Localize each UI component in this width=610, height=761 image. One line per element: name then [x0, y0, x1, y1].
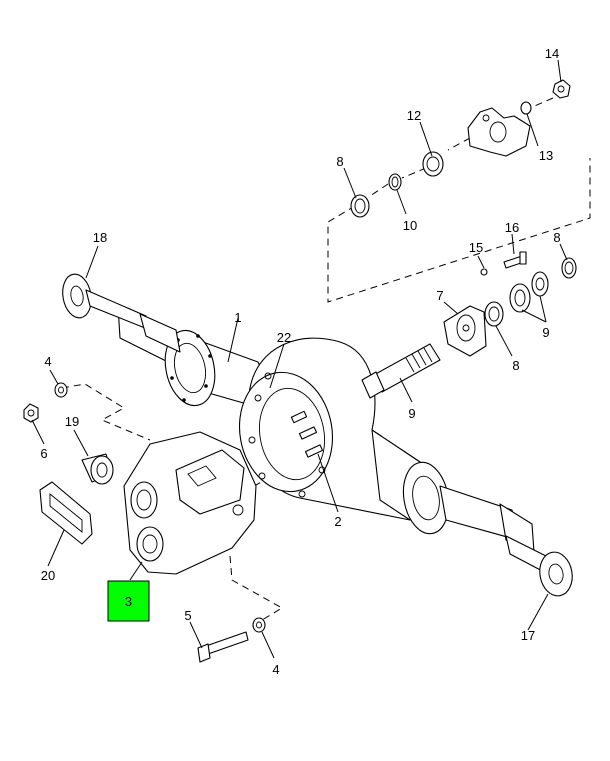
callout-13: 12: [407, 108, 421, 123]
callout-6: 6: [40, 446, 47, 461]
callout-2: 2: [334, 514, 341, 529]
axle-housing: [117, 305, 535, 553]
washer-nut-left: [23, 382, 68, 423]
callout-7: 7: [436, 288, 443, 303]
callout-8-lower: 8: [512, 358, 519, 373]
callout-4-left: 4: [44, 354, 51, 369]
callout-5: 5: [184, 608, 191, 623]
callout-12: 10: [403, 218, 417, 233]
callout-14: 13: [539, 148, 553, 163]
callout-8-upper: 8: [553, 230, 560, 245]
differential-carrier: [123, 431, 257, 575]
right-axle-shaft: [505, 535, 573, 597]
seal-lower: [484, 301, 504, 327]
seal-upper: [561, 257, 577, 279]
output-flange: [443, 305, 487, 357]
leader-lines: [31, 59, 568, 659]
callout-16: 15: [469, 240, 483, 255]
studs: [290, 410, 324, 458]
cover-plate: [39, 481, 93, 545]
banjo-bolt-holes: [248, 372, 326, 498]
callout-4-bottom: 4: [272, 662, 279, 677]
callout-19: 18: [93, 230, 107, 245]
callout-15: 14: [545, 46, 559, 61]
shaft-splines: [405, 347, 433, 373]
pinion-shaft: [361, 343, 441, 399]
highlight-part-3[interactable]: 3: [107, 580, 150, 622]
callout-22: 22: [277, 330, 291, 345]
callout-18: 17: [521, 628, 535, 643]
highlight-label: 3: [125, 594, 132, 609]
fasteners-16-17: [480, 251, 527, 276]
callout-9: 9: [542, 325, 549, 340]
bolt-washer-bottom: [197, 617, 266, 663]
callout-20: 19: [65, 414, 79, 429]
left-axle-shaft: [62, 273, 181, 353]
callout-11: 9: [408, 406, 415, 421]
bushing: [81, 453, 114, 485]
callout-17: 16: [505, 220, 519, 235]
callout-10: 8: [336, 154, 343, 169]
callout-1: 1: [234, 310, 241, 325]
upper-yoke-assembly: [350, 79, 571, 218]
highlight-box[interactable]: [107, 580, 150, 622]
gear-set: [509, 271, 549, 313]
callout-numbers: 14 12 13 8 10 15 16 8 9 8 7 9 18 1 22 2 …: [40, 46, 560, 677]
callout-21: 20: [41, 568, 55, 583]
